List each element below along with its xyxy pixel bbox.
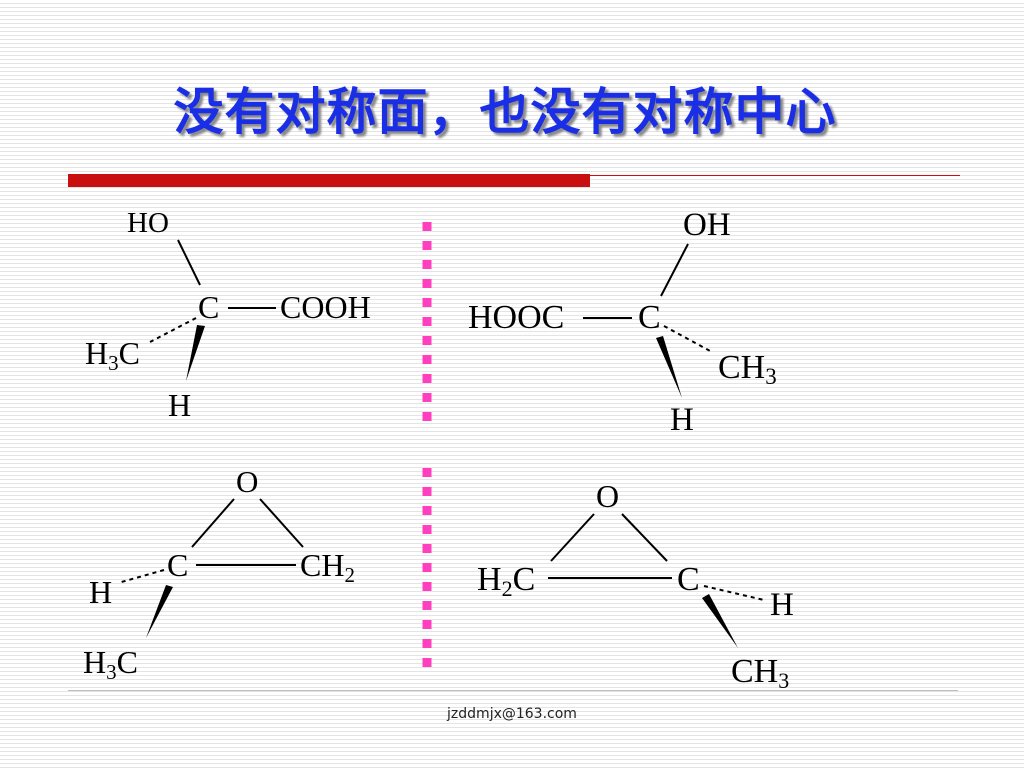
footer-email: jzddmjx@163.com xyxy=(447,706,577,722)
bond-o-c xyxy=(621,513,668,562)
label-oh: OH xyxy=(683,207,731,243)
bond-dashed-ch3 xyxy=(663,325,713,353)
bond-wedge-ch3 xyxy=(702,594,738,648)
label-c-center: C xyxy=(638,299,661,336)
title-underline-bar xyxy=(68,174,590,187)
label-o: O xyxy=(596,478,619,514)
bond-o-ch2 xyxy=(259,498,304,548)
bond-wedge-h3c xyxy=(146,585,173,638)
molecule-top-left: HO C COOH H3C H xyxy=(85,207,371,423)
label-h3c: H3C xyxy=(85,335,140,375)
label-c-center: C xyxy=(198,289,219,325)
title-underline-thin xyxy=(590,175,960,176)
bond-oh xyxy=(660,243,689,297)
slide-title: 没有对称面，也没有对称中心 xyxy=(173,83,837,141)
label-ch2: CH2 xyxy=(300,547,355,587)
label-h: H xyxy=(168,387,191,423)
label-ch3: CH3 xyxy=(731,653,789,693)
label-ch3: CH3 xyxy=(718,349,777,389)
label-c-center: C xyxy=(677,561,700,598)
label-o: O xyxy=(236,464,258,499)
label-h: H xyxy=(89,574,112,610)
label-ho: HO xyxy=(127,207,169,239)
bond-o-h2c xyxy=(550,513,595,562)
molecule-bottom-left: O C CH2 H H3C xyxy=(83,464,355,684)
molecule-top-right: OH HOOC C CH3 H xyxy=(468,207,777,438)
label-h: H xyxy=(670,402,694,438)
bond-dashed-h3c xyxy=(149,317,197,343)
label-h: H xyxy=(770,587,794,623)
bond-dashed-h xyxy=(117,569,165,584)
label-hooc: HOOC xyxy=(468,299,564,336)
bond-o-c xyxy=(191,498,235,548)
bond-dashed-h xyxy=(703,585,765,601)
bond-wedge-h xyxy=(656,336,682,398)
footer-divider xyxy=(68,690,958,691)
molecule-bottom-right: O H2C C H CH3 xyxy=(477,478,794,693)
bond-ho xyxy=(177,239,201,286)
label-cooh: COOH xyxy=(280,289,371,325)
label-h2c: H2C xyxy=(477,561,535,601)
label-c-center: C xyxy=(167,547,188,583)
label-h3c: H3C xyxy=(83,644,138,684)
bond-wedge-h xyxy=(186,325,205,381)
